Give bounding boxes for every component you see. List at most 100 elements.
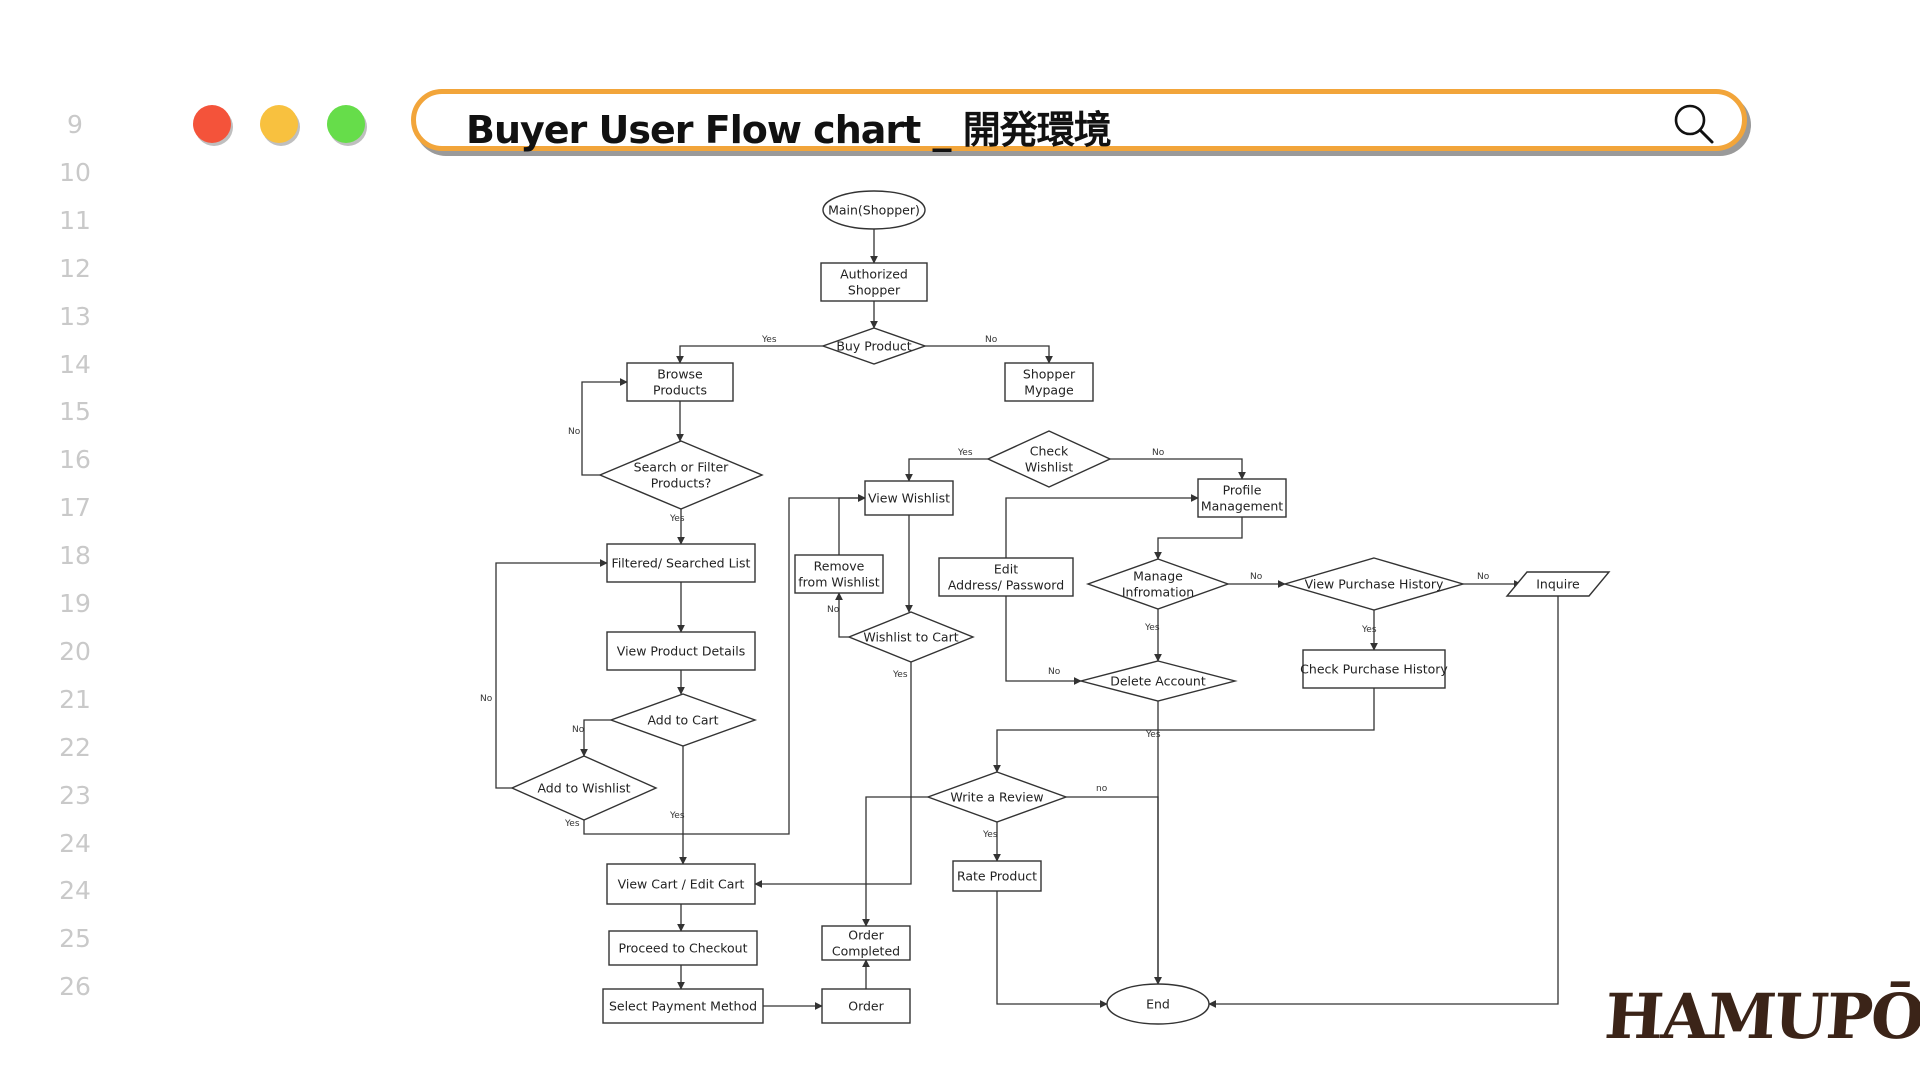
edge-label-wish-no: No (480, 694, 493, 704)
flow-arrow (993, 688, 1375, 773)
flow-arrow (925, 345, 1053, 364)
line-number: 19 (59, 589, 91, 618)
edge-label-search-yes: Yes (669, 514, 685, 524)
node-shape-mypage (1004, 362, 1094, 402)
line-number: 24 (59, 876, 91, 906)
close-dot[interactable] (193, 105, 231, 143)
flowchart-edges (495, 229, 1559, 1010)
node-label-end: End (1146, 997, 1170, 1012)
edge-label-manage-yes: Yes (1144, 623, 1160, 633)
node-shape-check-wishlist (986, 430, 1112, 488)
node-label-search: Search or Filter (634, 460, 729, 475)
node-shape-wishlist-cart (847, 611, 975, 663)
edge-label-buy-no: No (985, 335, 998, 345)
node-label-search: Products? (651, 476, 712, 491)
node-label-authorized: Authorized (840, 267, 908, 282)
node-shape-inquire (1505, 571, 1611, 597)
edge-label-review-no: no (1096, 784, 1108, 794)
node-shape-authorized (820, 262, 928, 302)
node-label-review: Write a Review (950, 790, 1043, 805)
line-number: 22 (59, 732, 91, 762)
edge-label-vph-yes: Yes (1361, 625, 1377, 635)
node-shape-product-details (606, 631, 756, 671)
node-label-purchase-history: View Purchase History (1305, 577, 1444, 592)
edge-label-wc-yes: Yes (892, 670, 908, 680)
node-label-order-completed: Order (848, 928, 884, 943)
flow-arrow (835, 592, 849, 638)
node-label-browse: Products (653, 383, 707, 398)
node-shape-edit (938, 557, 1074, 597)
title-search-bar[interactable]: Buyer User Flow chart _ 開発環境 (411, 89, 1747, 152)
flow-arrow (754, 662, 912, 888)
flow-arrow (862, 796, 928, 927)
edge-label-manage-no: No (1250, 572, 1263, 582)
flow-arrow (583, 494, 866, 835)
edge-label-check-yes: Yes (957, 448, 973, 458)
edge-label-delete-yes: Yes (1145, 730, 1161, 740)
line-number: 25 (59, 924, 91, 954)
node-label-delete: Delete Account (1110, 674, 1206, 689)
node-shape-filtered (606, 543, 756, 583)
flow-arrow (495, 559, 608, 789)
edge-label-buy-yes: Yes (761, 335, 777, 345)
node-shape-view-cart (606, 863, 756, 905)
node-shape-search (598, 440, 764, 510)
node-shape-end (1106, 983, 1210, 1025)
node-label-manage: Infromation (1122, 585, 1194, 600)
node-label-authorized: Shopper (848, 283, 901, 298)
line-number: 14 (59, 349, 91, 379)
node-shape-check-history (1302, 649, 1446, 689)
line-number: 18 (59, 541, 91, 571)
node-label-profile: Management (1201, 499, 1283, 514)
flow-arrow (905, 458, 988, 482)
node-label-browse: Browse (657, 367, 703, 382)
flow-arrow (581, 378, 628, 476)
line-number: 11 (59, 205, 91, 235)
flow-arrow (1005, 494, 1199, 558)
node-shape-delete (1078, 660, 1238, 702)
maximize-dot[interactable] (327, 105, 365, 143)
edge-label-check-no: No (1152, 448, 1165, 458)
edge-label-review-yes: Yes (982, 830, 998, 840)
node-label-wishlist-cart: Wishlist to Cart (863, 630, 958, 645)
line-number: 20 (59, 636, 91, 666)
line-number: 10 (59, 157, 91, 187)
node-shape-main (822, 190, 926, 230)
node-label-view-cart: View Cart / Edit Cart (618, 877, 745, 892)
flow-arrow (676, 345, 823, 364)
node-shape-checkout (608, 930, 758, 966)
node-shape-add-cart (608, 693, 758, 747)
line-number: 9 (67, 110, 83, 139)
node-label-check-history: Check Purchase History (1300, 662, 1448, 677)
line-number: 12 (59, 253, 91, 283)
node-label-edit: Edit (994, 562, 1018, 577)
line-number: 26 (59, 972, 91, 1002)
edge-label-cart-yes: Yes (669, 811, 685, 821)
flow-arrow (580, 719, 611, 757)
flow-arrow (838, 494, 866, 555)
node-label-order: Order (848, 999, 884, 1014)
node-label-order-completed: Completed (832, 944, 900, 959)
node-label-rate: Rate Product (957, 869, 1037, 884)
line-number: 17 (59, 493, 91, 523)
minimize-dot[interactable] (260, 105, 298, 143)
search-icon[interactable] (1672, 102, 1716, 146)
node-shape-browse (626, 362, 734, 402)
edge-label-wc-no: No (827, 605, 840, 615)
flow-arrow (1005, 596, 1082, 685)
node-label-check-wishlist: Wishlist (1025, 460, 1073, 475)
hamupochi-logo: HAMUPŌCHI (1602, 980, 1920, 1053)
line-number: 21 (59, 684, 91, 714)
line-number: 13 (59, 301, 91, 331)
node-label-remove: from Wishlist (798, 575, 880, 590)
node-shape-rate (952, 860, 1042, 892)
node-label-main: Main(Shopper) (828, 203, 920, 218)
edge-label-search-no: No (568, 427, 581, 437)
node-label-check-wishlist: Check (1030, 444, 1069, 459)
node-shape-purchase-history (1282, 557, 1466, 611)
node-label-inquire: Inquire (1536, 577, 1580, 592)
node-shape-add-wishlist (510, 755, 658, 821)
node-shape-view-wishlist (864, 480, 954, 516)
